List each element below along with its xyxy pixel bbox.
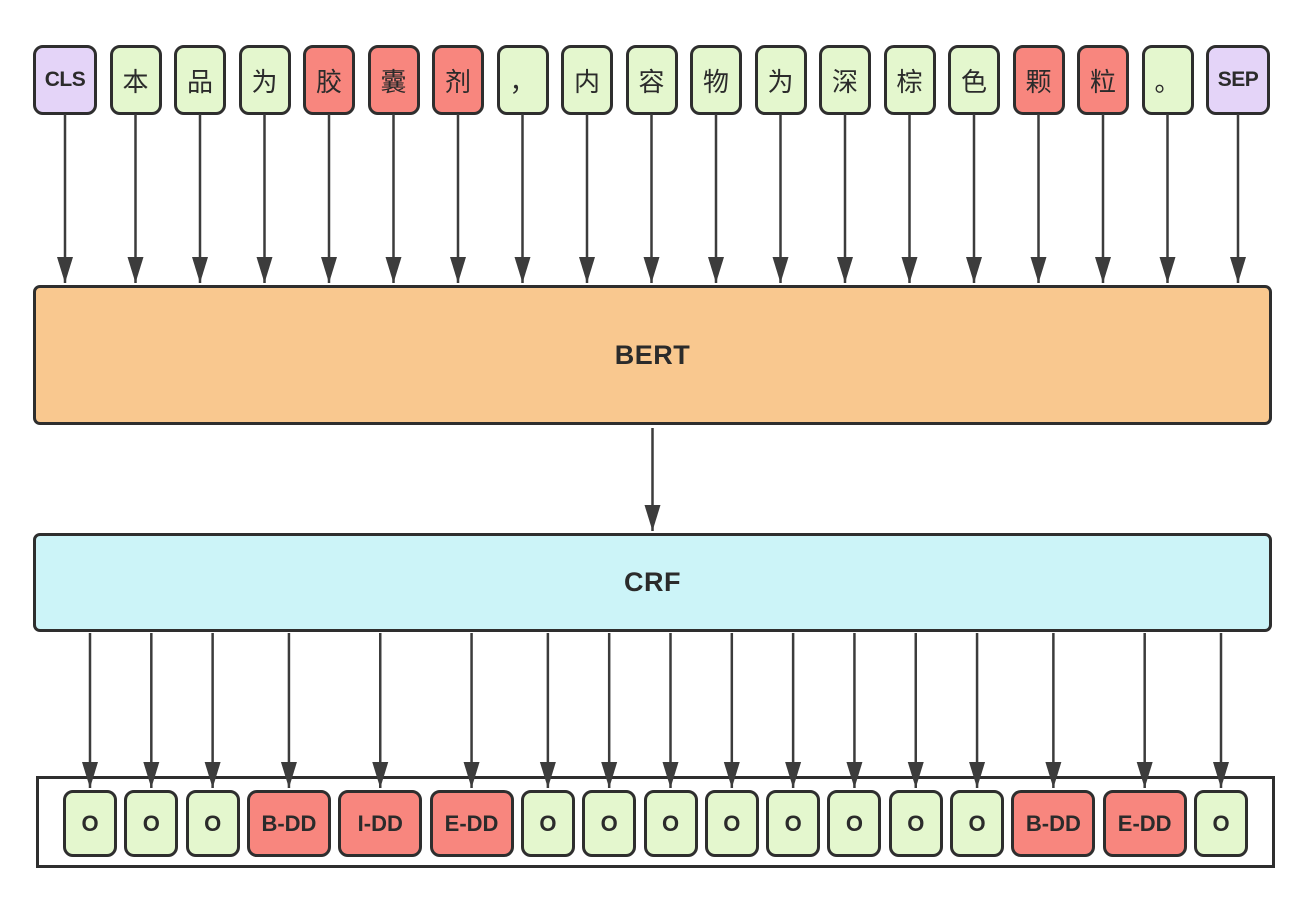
token-box: ， [496, 45, 549, 115]
label-arrow [723, 633, 740, 788]
token-arrow [514, 114, 531, 283]
label-arrow [463, 633, 480, 788]
token-box: 内 [561, 45, 613, 115]
label-box: O [520, 790, 575, 857]
token-box: 胶 [303, 45, 355, 115]
label-box: E-DD [429, 790, 514, 857]
label-arrow [143, 633, 160, 788]
label-box: E-DD [1102, 790, 1187, 857]
crf-label: CRF [624, 567, 681, 597]
token-box: 本 [109, 45, 162, 115]
token-box: 。 [1141, 45, 1194, 115]
label-box: B-DD [1011, 790, 1096, 857]
label-box: O [704, 790, 759, 857]
token-arrow [966, 114, 982, 283]
token-box: 粒 [1077, 45, 1129, 115]
label-box: O [1194, 790, 1248, 857]
token-box: 容 [625, 45, 678, 115]
label-box: O [582, 790, 637, 857]
token-box: 囊 [367, 45, 420, 115]
label-arrow [1045, 633, 1062, 788]
label-arrow [539, 633, 556, 788]
label-box: O [124, 790, 179, 857]
token-arrow [256, 114, 273, 283]
label-arrow [82, 633, 98, 788]
token-box: 为 [754, 45, 807, 115]
token-arrow [837, 114, 853, 283]
label-box: O [185, 790, 240, 857]
token-box: 颗 [1012, 45, 1065, 115]
label-box: O [63, 790, 117, 857]
token-arrow [1095, 114, 1111, 283]
label-arrow [601, 633, 618, 788]
label-arrow [969, 633, 986, 788]
token-arrow [772, 114, 789, 283]
token-arrow [385, 114, 402, 283]
token-arrow [643, 114, 660, 283]
label-box: O [643, 790, 698, 857]
label-arrow [846, 633, 863, 788]
token-arrow [1230, 114, 1246, 283]
token-arrow [127, 114, 144, 283]
label-arrow [280, 633, 297, 788]
label-arrow [907, 633, 924, 788]
crf-block: CRF [33, 533, 1272, 632]
token-box: CLS [33, 45, 97, 115]
token-box: 棕 [883, 45, 936, 115]
bert-to-crf-arrow [644, 428, 661, 531]
token-box: 品 [174, 45, 226, 115]
label-arrow [662, 633, 679, 788]
token-box: 色 [948, 45, 1000, 115]
token-box: 深 [819, 45, 871, 115]
bert-block: BERT [33, 285, 1272, 425]
token-arrow [1159, 114, 1176, 283]
label-box: O [950, 790, 1005, 857]
bert-label: BERT [614, 339, 691, 370]
token-arrow [450, 114, 466, 283]
token-arrow [321, 114, 337, 283]
token-arrow [579, 114, 595, 283]
label-box: O [888, 790, 943, 857]
token-arrow [901, 114, 918, 283]
label-arrow [785, 633, 802, 788]
token-arrow [708, 114, 724, 283]
token-arrow [192, 114, 208, 283]
label-box: B-DD [246, 790, 331, 857]
token-arrow [1030, 114, 1047, 283]
token-box: 剂 [432, 45, 484, 115]
label-arrow [204, 633, 221, 788]
token-box: 物 [690, 45, 742, 115]
token-arrow [57, 114, 73, 283]
label-box: I-DD [338, 790, 423, 857]
token-box: SEP [1206, 45, 1270, 115]
label-arrow [372, 633, 389, 788]
label-box: O [766, 790, 821, 857]
label-arrow [1136, 633, 1153, 788]
token-box: 为 [238, 45, 291, 115]
label-box: O [827, 790, 882, 857]
label-arrow [1213, 633, 1229, 788]
